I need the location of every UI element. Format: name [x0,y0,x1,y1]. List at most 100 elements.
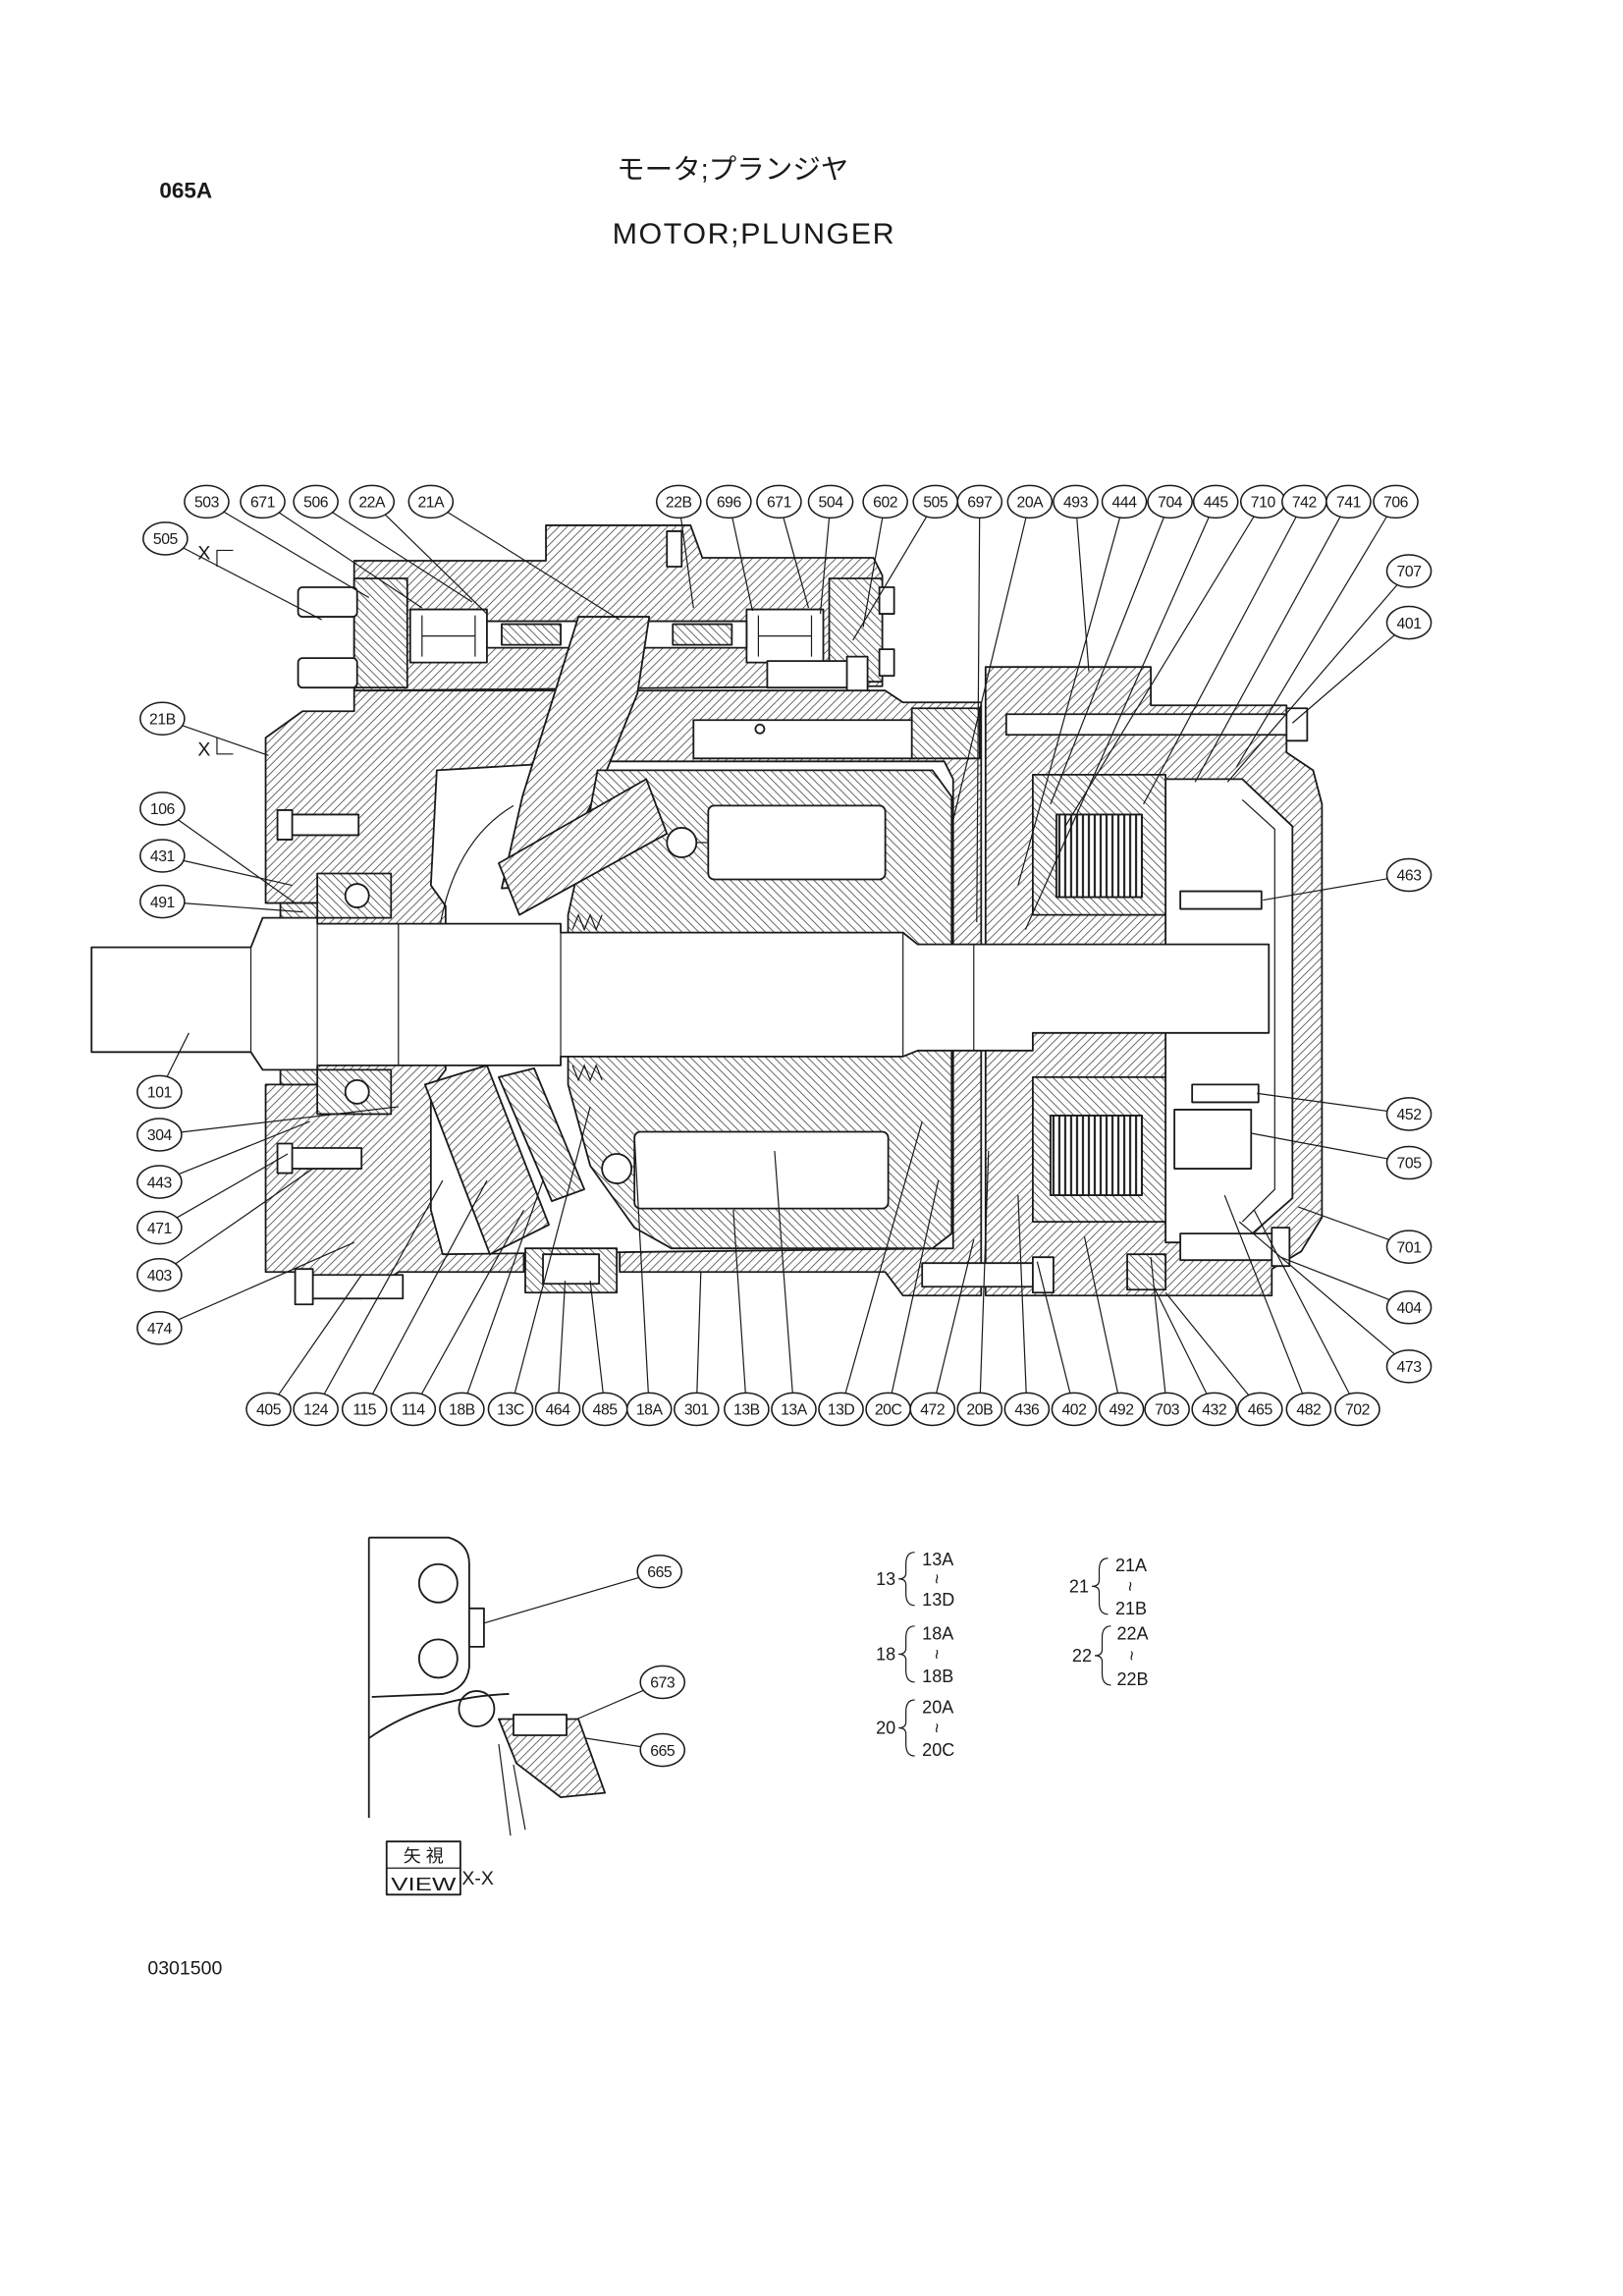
callout-label: 473 [1397,1359,1423,1376]
callout-label: 463 [1397,868,1423,885]
leader-line [1164,1291,1250,1396]
callout-label: 22B [666,495,692,512]
callout-403: 403 [136,1168,313,1292]
leader-line [1251,1132,1388,1160]
view-name: X-X [461,1868,494,1889]
callout-bubble [293,1392,339,1427]
callout-bubble [1098,1392,1145,1427]
leader-line [182,725,269,756]
shoe-plate-lower [498,1066,586,1202]
callout-304: 304 [136,1106,399,1152]
callout-504: 504 [807,484,854,615]
leader-line [420,1209,525,1394]
legend-last-item: 18B [922,1667,953,1686]
callout-label: 403 [147,1268,173,1285]
plug-bottom-right [1126,1253,1167,1291]
leader-line [1150,1257,1166,1394]
callout-label: 443 [147,1175,173,1191]
callout-label: 665 [650,1743,676,1760]
inset-bolt-hole-side [458,1690,496,1727]
callout-label: 21A [417,495,445,512]
bearing-roller-upper [344,883,370,908]
callout-697: 697 [956,484,1003,923]
callout-106: 106 [139,792,296,904]
legend-range-mark: ~ [927,1649,947,1660]
callout-696: 696 [706,484,753,612]
callout-665: 665 [566,1732,686,1768]
legend-first-item: 21A [1115,1556,1147,1575]
bearing-roller-lower [344,1078,370,1105]
legend-first-item: 20A [922,1697,953,1717]
callout-label: 485 [593,1402,619,1419]
callout-22a: 22A [349,484,488,615]
callout-bubble [341,1392,388,1427]
leader-line [1223,1194,1304,1394]
leader-line [1235,516,1387,768]
legend-group-number: 21 [1069,1576,1089,1596]
callout-115: 115 [341,1179,488,1427]
callout-445: 445 [1024,484,1239,930]
title-english: MOTOR;PLUNGER [613,218,895,250]
callout-label: 705 [1397,1156,1423,1173]
callout-bubble [1144,1392,1190,1427]
callout-431: 431 [139,839,293,887]
spool-land-right [672,623,733,646]
callout-bubble [1191,1392,1237,1427]
leader-line [1017,517,1121,886]
callout-bubble [136,1074,183,1110]
callout-702: 702 [1253,1209,1380,1427]
callout-665: 665 [483,1554,683,1624]
callout-22b: 22B [655,484,702,609]
legend-range-mark: ~ [1120,1581,1140,1592]
leader-line [558,1281,567,1394]
callout-124: 124 [293,1179,444,1427]
casing-port-hole [754,723,766,735]
callout-label: 404 [1397,1300,1423,1317]
callout-bubble [139,792,186,826]
check-valve-bolt [766,660,851,689]
callout-label: 13D [828,1402,855,1419]
callout-bubble [136,1257,183,1292]
leader-line [844,1121,923,1394]
callout-label: 492 [1109,1402,1134,1419]
callout-bubble [625,1392,673,1427]
callout-label: 101 [147,1085,172,1102]
callout-432: 432 [1153,1285,1237,1427]
callout-18a: 18A [625,1135,673,1427]
callout-bubble [139,839,186,873]
callout-506: 506 [293,484,473,603]
legend-last-item: 13D [922,1590,954,1610]
callout-401: 401 [1291,605,1433,724]
leader-line [1194,516,1341,783]
callout-602: 602 [862,484,908,628]
section-marker-lower: X [197,738,210,760]
callout-671: 671 [756,484,810,609]
callout-label: 18B [449,1402,475,1419]
callout-bubble [1385,1097,1433,1131]
callout-label: 707 [1397,564,1422,580]
leader-line [976,518,981,923]
leader-line [1036,1261,1071,1394]
spool-land-left [501,623,562,646]
callout-18b: 18B [439,1179,544,1427]
inset-bolt-hole-upper [417,1562,459,1604]
valve-left-plug-lower [297,657,358,689]
bolt-bottom-left-head [294,1268,314,1306]
leader-line [774,1150,793,1394]
callout-bubble [1373,484,1419,519]
brake-discs-upper [1055,813,1143,899]
callout-label: 20A [1017,495,1045,512]
leader-line [332,512,473,603]
callout-bubble [136,1210,183,1245]
callout-473: 473 [1238,1221,1433,1384]
leader-line [1024,517,1210,930]
spring-lower [571,1064,603,1082]
callout-bubble [1385,1289,1433,1325]
cover-bolt-bottom [1179,1232,1276,1262]
spring-pocket [1173,1109,1253,1170]
leader-line [466,1179,544,1394]
callout-114: 114 [390,1209,525,1427]
leader-line [183,859,293,887]
callout-label: 696 [717,495,742,512]
